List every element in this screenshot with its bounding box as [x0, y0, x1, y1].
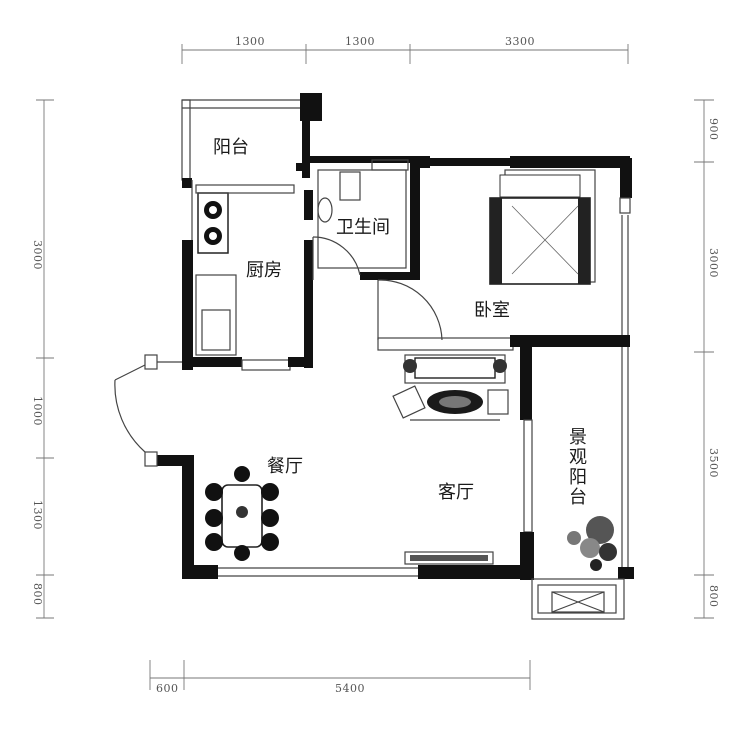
dimension-top: 1300 1300 3300	[181, 35, 629, 64]
kitchen-stove	[197, 192, 229, 254]
dimension-left: 3000 1000 1300 800	[31, 99, 54, 619]
dim-left-4: 800	[31, 583, 44, 606]
ac-unit	[551, 591, 605, 613]
kitchen-counter	[195, 184, 295, 356]
dim-right-1: 900	[707, 118, 720, 141]
dimension-bottom: 600 5400	[149, 660, 531, 695]
dim-left-2: 1000	[31, 396, 44, 426]
plants	[567, 516, 617, 571]
view-balcony-char-2: 观	[569, 447, 587, 468]
room-label-view-balcony: 景 观 阳 台	[569, 427, 587, 508]
bathroom-fixtures	[317, 159, 409, 269]
room-label-balcony: 阳台	[213, 137, 249, 158]
view-balcony-char-3: 阳	[569, 467, 587, 488]
dim-top-3: 3300	[505, 35, 535, 48]
view-balcony-char-4: 台	[569, 487, 587, 508]
dim-bottom-1: 600	[156, 682, 179, 695]
room-label-bedroom: 卧室	[474, 300, 510, 321]
room-label-kitchen: 厨房	[246, 260, 282, 281]
room-label-bathroom: 卫生间	[336, 217, 390, 238]
dim-right-4: 800	[707, 585, 720, 608]
dining-table	[205, 466, 279, 561]
tv-cabinet	[404, 551, 494, 565]
room-label-dining: 餐厅	[267, 456, 303, 477]
dimension-right: 900 3000 3500 800	[694, 99, 720, 619]
dim-right-2: 3000	[707, 248, 720, 278]
sofa-set	[392, 354, 509, 421]
walls	[144, 93, 634, 620]
dim-left-1: 3000	[31, 240, 44, 270]
dim-left-3: 1300	[31, 500, 44, 530]
view-balcony-char-1: 景	[569, 427, 587, 448]
dim-top-1: 1300	[235, 35, 265, 48]
dim-top-2: 1300	[345, 35, 375, 48]
dim-right-3: 3500	[707, 448, 720, 478]
room-label-living: 客厅	[438, 482, 474, 503]
bed	[489, 169, 596, 285]
dim-bottom-2: 5400	[335, 682, 365, 695]
